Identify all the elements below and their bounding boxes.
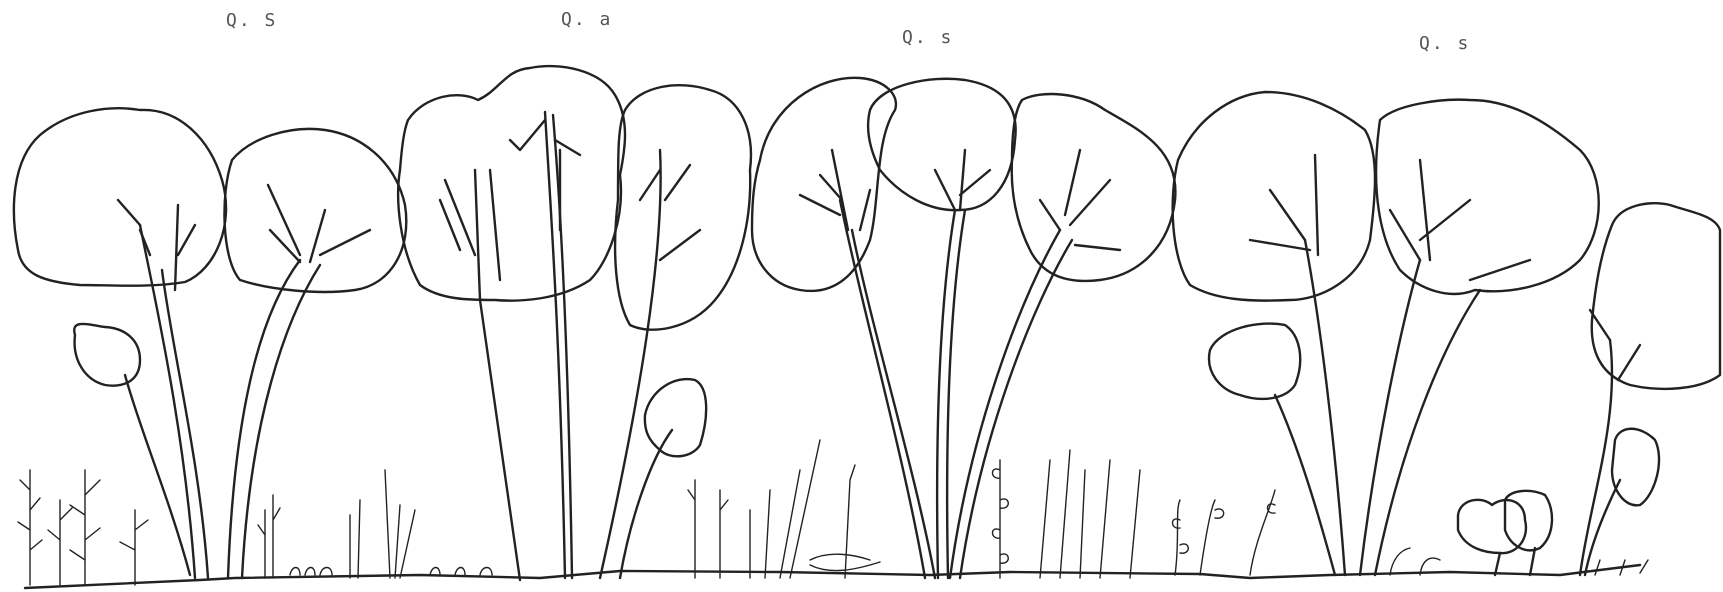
tree-trunk: [545, 112, 565, 578]
tree-crown: [224, 129, 406, 292]
tree-trunk: [228, 260, 300, 578]
tree-trunk: [1305, 240, 1345, 575]
tree-group-3: [752, 78, 1175, 578]
tree-trunk: [1375, 290, 1480, 575]
tree-crown: [1012, 94, 1176, 281]
tree-trunk: [1580, 340, 1612, 575]
sapling-crown: [645, 379, 706, 456]
tree-trunk: [950, 230, 1060, 578]
sapling-trunk: [1585, 480, 1620, 575]
leafy-vine: [993, 450, 1141, 578]
tree-trunk: [852, 230, 935, 578]
tree-group-2: [398, 66, 751, 580]
tree-crown: [398, 66, 625, 301]
tree-group-4: [1173, 92, 1599, 575]
sapling-crown: [1612, 429, 1659, 506]
tree-trunk: [242, 265, 320, 578]
tree-trunk: [947, 210, 965, 578]
tree-trunk: [140, 225, 195, 578]
tree-trunk: [1360, 260, 1420, 575]
tree-trunk: [600, 150, 661, 578]
tree-trunk: [162, 270, 208, 578]
tall-herb: [18, 470, 148, 585]
tree-crown: [1376, 100, 1599, 294]
grass-tuft: [688, 440, 880, 578]
tree-crown: [868, 79, 1016, 210]
tree-crown: [615, 85, 751, 330]
tree-group-5: [1580, 203, 1720, 575]
leafy-vine: [1173, 490, 1441, 575]
grass-tuft: [258, 470, 492, 578]
sapling-trunk: [1275, 395, 1335, 575]
sapling-crown: [74, 324, 140, 386]
tree-crown: [14, 108, 226, 285]
sapling-crown: [1209, 324, 1300, 399]
tree-crown: [752, 78, 896, 291]
ground-line: [25, 565, 1640, 588]
tree-trunk: [960, 240, 1072, 578]
tree-trunk: [840, 200, 925, 578]
